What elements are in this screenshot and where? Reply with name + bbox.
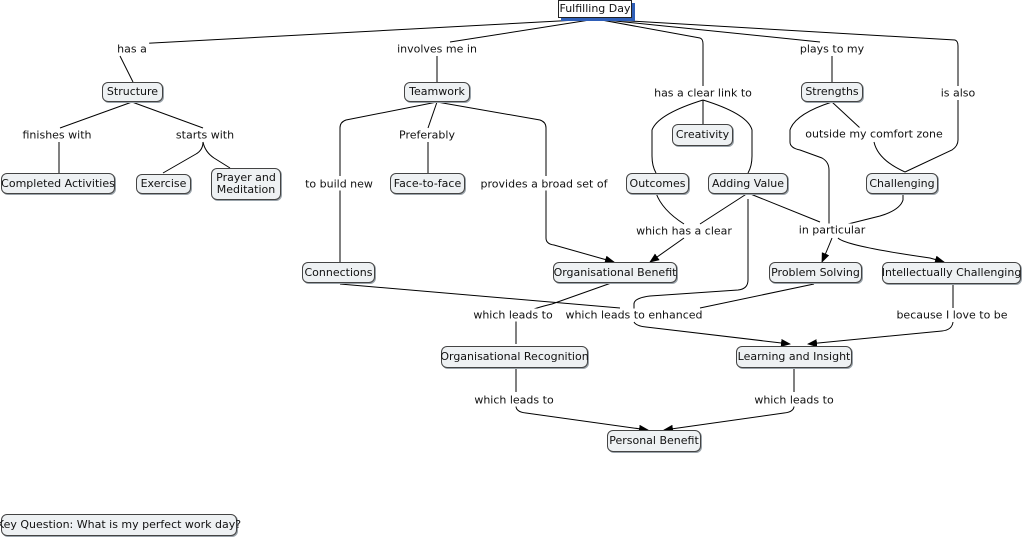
edge-adding-particular — [747, 192, 821, 223]
concept-connections[interactable]: Connections — [302, 262, 375, 283]
concept-prayer-meditation[interactable]: Prayer and Meditation — [211, 168, 281, 200]
concept-completed-activities[interactable]: Completed Activities — [1, 173, 115, 194]
concept-intellectually-challenging[interactable]: Intellectually Challenging — [882, 262, 1021, 284]
edge-broad-orgbenefit — [545, 190, 615, 264]
edge-root-also — [595, 18, 959, 86]
link-label-starts: starts with — [173, 128, 237, 142]
link-label-leads-3: which leads to — [752, 393, 836, 407]
edge-leads-personal-left — [515, 405, 649, 433]
link-label-preferably: Preferably — [397, 128, 457, 142]
edge-starts-exercise — [162, 141, 204, 174]
edge-strengths-particular — [789, 101, 833, 224]
edge-teamwork-broad — [436, 101, 547, 176]
link-label-clear-link: has a clear link to — [652, 86, 754, 100]
link-label-love: because I love to be — [894, 308, 1010, 322]
edge-root-has-a — [133, 18, 597, 45]
concept-strengths[interactable]: Strengths — [801, 82, 863, 102]
edge-teamwork-preferably — [427, 101, 438, 129]
concept-adding-value[interactable]: Adding Value — [708, 173, 788, 194]
concept-teamwork[interactable]: Teamwork — [404, 82, 470, 102]
key-question-note[interactable]: Key Question: What is my perfect work da… — [0, 514, 241, 536]
edge-love-learning — [807, 321, 954, 348]
concept-challenging[interactable]: Challenging — [866, 173, 938, 194]
edge-enhanced-learning — [633, 321, 791, 347]
edge-starts-prayer — [202, 141, 231, 169]
edge-teamwork-build — [339, 101, 438, 176]
edge-strengths-comfort — [831, 101, 861, 129]
edge-structure-finishes — [59, 101, 133, 129]
link-label-plays: plays to my — [797, 42, 867, 56]
edge-root-involves — [449, 18, 597, 43]
edge-problem-enhanced — [699, 283, 815, 309]
link-label-also: is also — [938, 86, 978, 100]
edge-clear-adding — [702, 99, 753, 174]
link-label-broad: provides a broad set of — [478, 177, 610, 191]
concept-outcomes[interactable]: Outcomes — [626, 173, 689, 194]
link-label-leads-1: which leads to — [471, 308, 555, 322]
concept-exercise[interactable]: Exercise — [136, 174, 191, 194]
edge-root-clear-link — [595, 18, 704, 86]
edge-leads-personal-right — [663, 405, 795, 433]
edge-comfort-challenging — [873, 141, 906, 173]
edge-structure-starts — [131, 101, 204, 129]
link-label-finishes: finishes with — [20, 128, 94, 142]
concept-face-to-face[interactable]: Face-to-face — [390, 173, 465, 194]
root-concept[interactable]: Fulfilling Day — [558, 0, 632, 18]
edge-clear-outcomes — [651, 99, 704, 174]
edge-challenging-particular — [847, 193, 904, 225]
edge-also-challenging — [904, 100, 959, 173]
concept-organisational-benefit[interactable]: Organisational Benefit — [553, 262, 677, 283]
edge-has-a-structure — [119, 55, 134, 83]
edge-adding-enhanced — [633, 199, 749, 316]
link-label-build: to build new — [303, 177, 375, 191]
concept-creativity[interactable]: Creativity — [672, 124, 733, 146]
edge-particular-intellect — [837, 237, 945, 264]
link-label-has-a: has a — [115, 42, 149, 56]
link-label-leads-2: which leads to — [472, 393, 556, 407]
link-label-involves: involves me in — [395, 42, 479, 56]
edge-hasclear-orgbenefit — [649, 237, 685, 263]
edge-root-plays — [595, 18, 821, 43]
link-label-has-clear: which has a clear — [634, 224, 734, 238]
concept-personal-benefit[interactable]: Personal Benefit — [607, 430, 701, 452]
concept-problem-solving[interactable]: Problem Solving — [769, 262, 862, 283]
concept-learning-insight[interactable]: Learning and Insight — [736, 346, 852, 368]
concept-organisational-recognition[interactable]: Organisational Recognition — [440, 346, 589, 368]
edge-adding-hasclear — [699, 192, 749, 225]
link-label-enhanced: which leads to enhanced — [563, 308, 705, 322]
edge-particular-problem — [821, 237, 833, 263]
concept-structure[interactable]: Structure — [102, 82, 163, 102]
link-label-comfort: outside my comfort zone — [803, 127, 945, 141]
link-label-particular: in particular — [796, 223, 868, 237]
edge-connections-enhanced — [339, 283, 621, 309]
edge-outcomes-hasclear — [655, 192, 685, 225]
